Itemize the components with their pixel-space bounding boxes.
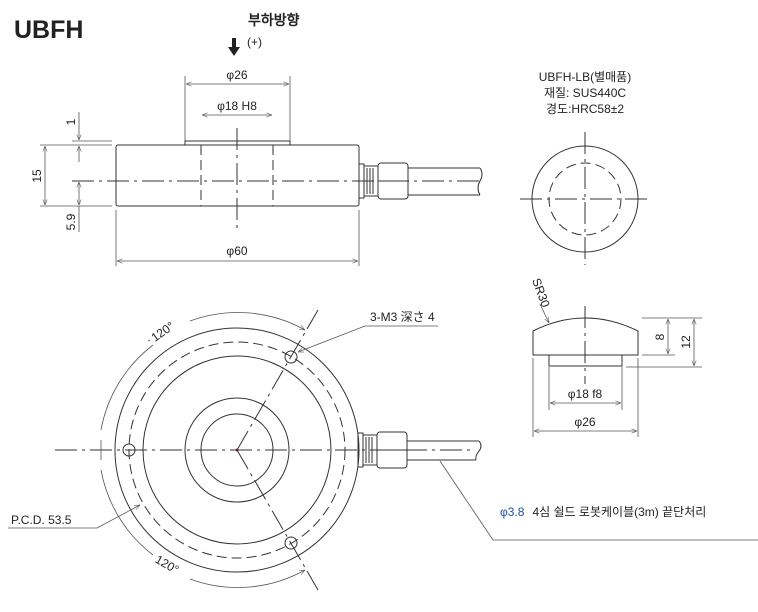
dim-stem-diameter: φ18 f8 (568, 387, 603, 401)
drawing-title: UBFH (14, 16, 83, 44)
connector (357, 431, 482, 469)
accessory-name: UBFH-LB(별매품) (539, 70, 631, 84)
dim-height: 15 (30, 169, 44, 183)
dim-total-height: 12 (679, 335, 693, 349)
cable-diameter: φ3.8 (500, 505, 525, 519)
side-view: φ26 φ18 H8 φ60 15 1 5.9 (30, 68, 483, 266)
load-direction-label: 부하방향 (248, 12, 300, 28)
mounting-hole (284, 350, 298, 364)
dim-hole-diameter: φ18 H8 (217, 99, 257, 113)
accessory-hardness: 경도:HRC58±2 (546, 102, 624, 116)
load-direction-sign: (+) (247, 35, 262, 49)
mounting-hole (284, 536, 298, 550)
svg-text:φ3.84심 쉴드 로봇케이블(3m) 끝단처리: φ3.8 4심 쉴드 로봇케이블(3m) 끝단처리 (500, 505, 706, 519)
cable-description: 4심 쉴드 로봇케이블(3m) 끝단처리 (532, 505, 706, 519)
dim-cap-diameter: φ26 (574, 415, 595, 429)
accessory-drawing: UBFH-LB(별매품) 재질: SUS440C 경도:HRC58±2 SR30… (520, 70, 702, 437)
load-arrow-icon (228, 38, 240, 56)
dim-sphere-radius: SR30 (529, 276, 553, 309)
pcd-label: P.C.D. 53.5 (11, 513, 72, 527)
connector (358, 162, 483, 200)
dim-cap-height: 8 (653, 333, 667, 340)
dim-body-diameter: φ60 (226, 244, 247, 258)
dim-center: 5.9 (64, 213, 78, 230)
mounting-holes-label: 3-M3 深さ 4 (370, 310, 435, 324)
mounting-hole (122, 443, 136, 457)
dim-step: 1 (64, 118, 78, 125)
angle-top-label: 120° (149, 319, 178, 345)
accessory-material: 재질: SUS440C (544, 86, 626, 100)
dim-boss-diameter: φ26 (226, 68, 247, 82)
